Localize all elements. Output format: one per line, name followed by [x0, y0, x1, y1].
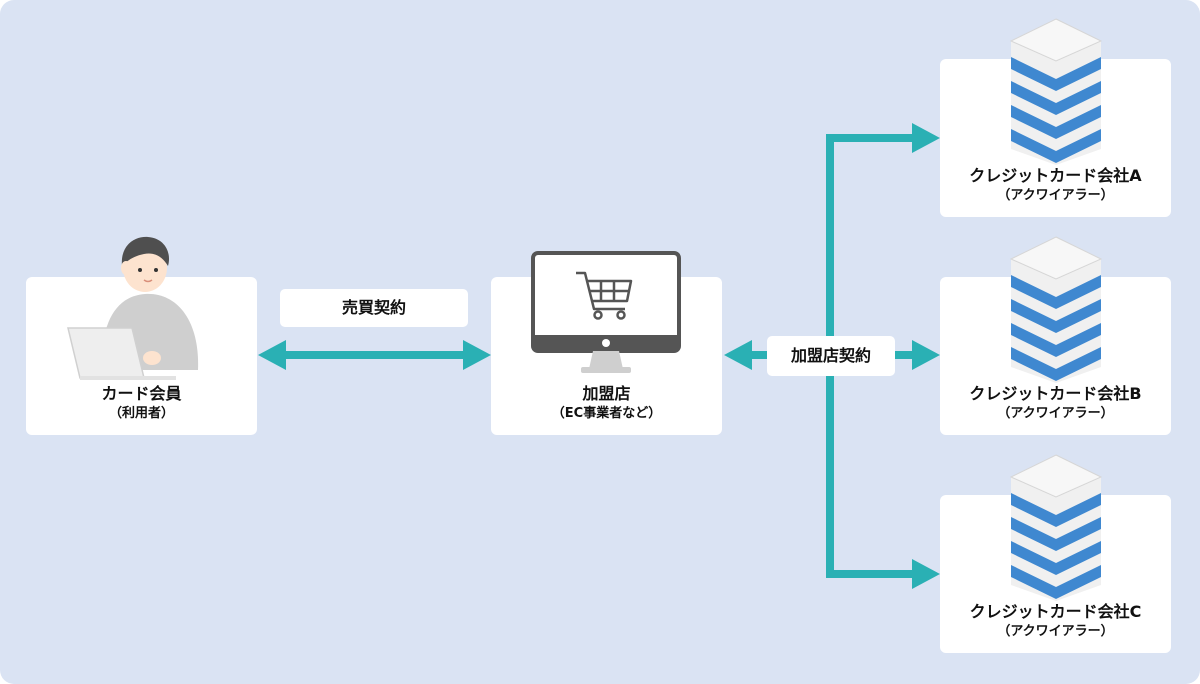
member-subtitle: （利用者）: [108, 406, 174, 421]
acquirer-a-subtitle: （アクワイアラー）: [997, 188, 1114, 203]
server-stack-icon: [1009, 454, 1103, 601]
merchant-title: 加盟店: [582, 384, 631, 403]
monitor-cart-icon: [531, 251, 681, 373]
acquirer-b-subtitle: （アクワイアラー）: [997, 406, 1114, 421]
acquirer-b-title: クレジットカード会社B: [969, 384, 1142, 403]
merchant-subtitle: （EC事業者など）: [551, 406, 662, 421]
server-stack-icon: [1009, 18, 1103, 165]
sales-contract-arrow: [258, 340, 491, 370]
acquirer-c-subtitle: （アクワイアラー）: [997, 624, 1114, 639]
merchant-contract-label: 加盟店契約: [767, 336, 895, 376]
server-stack-icon: [1009, 236, 1103, 383]
person-laptop-icon: [67, 236, 199, 380]
acquirer-a-title: クレジットカード会社A: [969, 166, 1142, 185]
sales-contract-label: 売買契約: [280, 289, 468, 327]
member-title: カード会員: [101, 384, 182, 403]
acquirer-c-title: クレジットカード会社C: [969, 602, 1142, 621]
